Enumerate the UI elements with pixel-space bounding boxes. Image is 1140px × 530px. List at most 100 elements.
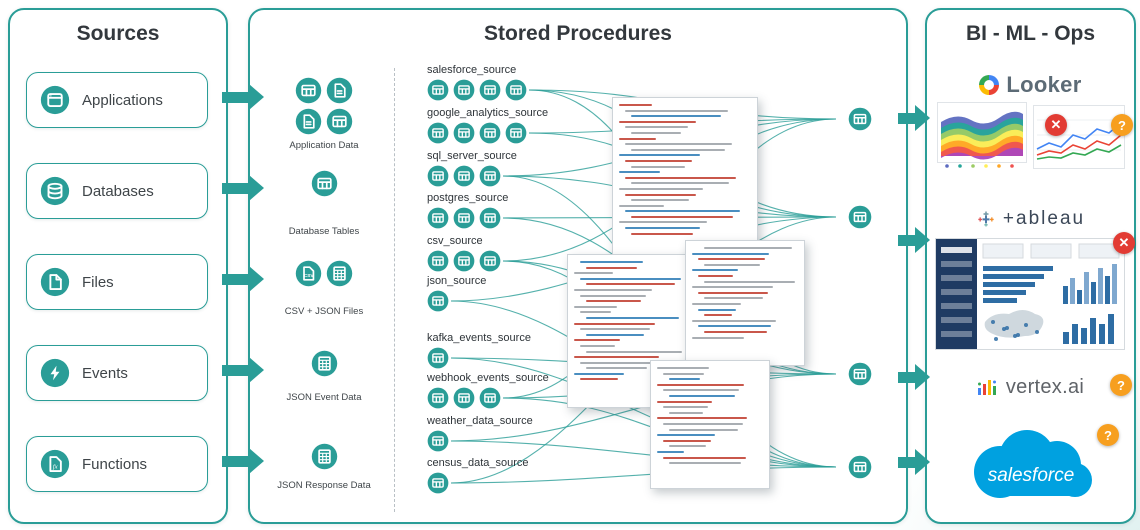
- table-icon: [427, 79, 449, 101]
- staging-group-label: JSON Response Data: [277, 480, 371, 491]
- source-item-files: Files: [26, 254, 208, 310]
- sheet-icon: [326, 260, 353, 287]
- sheet-icon: [311, 350, 338, 377]
- tableau-icon: [976, 209, 996, 229]
- error-badge-ableau: ✕: [1113, 232, 1135, 254]
- doc-icon: [295, 108, 322, 135]
- code-line: [619, 104, 652, 106]
- staging-group: CSV: [269, 260, 379, 287]
- code-line: [619, 204, 664, 207]
- error-badge-looker: ✕: [1045, 114, 1067, 136]
- staging-icons: [294, 443, 354, 470]
- source-item-label: Applications: [82, 91, 163, 109]
- arrow-shaft: [222, 91, 251, 103]
- svg-text:salesforce: salesforce: [988, 465, 1075, 486]
- svg-text:CSV: CSV: [304, 273, 315, 279]
- staging-group: [269, 350, 379, 377]
- code-line: [580, 294, 647, 297]
- code-line: [657, 367, 709, 369]
- looker-logo: Looker: [927, 72, 1134, 98]
- code-line: [704, 330, 767, 333]
- staging-icons: CSV: [294, 260, 354, 287]
- code-line: [580, 277, 681, 280]
- output-arrow-3: [898, 449, 930, 475]
- procedure-group-icons: [427, 347, 449, 369]
- output-table-icon: [848, 455, 872, 479]
- procedure-group-label: census_data_source: [427, 457, 529, 469]
- code-line: [663, 439, 711, 442]
- code-line: [619, 171, 660, 174]
- procedure-group-icons: [427, 165, 501, 187]
- code-line: [586, 333, 644, 336]
- procedure-group-icons: [427, 122, 527, 144]
- procedure-group-icons: [427, 430, 449, 452]
- code-line: [631, 131, 682, 134]
- code-line: [574, 305, 617, 308]
- arrow-head: [915, 105, 930, 131]
- code-line: [657, 417, 748, 420]
- table-icon: [427, 290, 449, 312]
- code-line: [619, 187, 704, 190]
- looker-icon: [979, 75, 1000, 95]
- code-line: [625, 227, 701, 230]
- code-line: [692, 286, 773, 289]
- source-arrow-4: [222, 448, 264, 474]
- table-icon: [427, 387, 449, 409]
- arrow-head: [915, 364, 930, 390]
- arrow-head: [915, 227, 930, 253]
- bi-ml-ops-panel: BI - ML - Ops Looker +ableau vertex.ai s…: [925, 8, 1136, 524]
- code-line: [631, 148, 725, 151]
- code-line: [580, 361, 654, 364]
- procedure-group-label: kafka_events_source: [427, 332, 531, 344]
- table-icon: [295, 77, 322, 104]
- arrow-shaft: [898, 234, 917, 246]
- tableau-dashboard-thumbnail: [935, 238, 1125, 350]
- code-line: [669, 378, 700, 381]
- code-line: [574, 322, 656, 325]
- source-arrow-3: [222, 357, 264, 383]
- code-line: [586, 300, 641, 303]
- output-table-icon: [848, 362, 872, 386]
- code-line: [657, 400, 713, 403]
- code-line: [692, 319, 776, 322]
- database-icon: [40, 176, 70, 206]
- code-line: [657, 383, 744, 386]
- code-line: [625, 210, 740, 213]
- code-line: [692, 336, 744, 339]
- code-line: [631, 215, 733, 218]
- tableau-logo: +ableau: [927, 208, 1134, 230]
- source-item-label: Databases: [82, 182, 154, 200]
- code-line: [586, 367, 648, 370]
- code-line: [704, 247, 792, 249]
- arrow-shaft: [222, 273, 251, 285]
- staging-divider: [394, 68, 395, 512]
- code-line: [669, 411, 703, 414]
- staging-group-label: Database Tables: [288, 226, 360, 237]
- procedure-group-label: json_source: [427, 275, 487, 287]
- arrow-head: [915, 449, 930, 475]
- code-line: [698, 274, 733, 277]
- code-line: [580, 328, 650, 331]
- code-line: [698, 325, 772, 328]
- table-icon: [479, 250, 501, 272]
- code-line: [631, 232, 694, 235]
- code-line: [580, 378, 619, 381]
- code-line: [625, 143, 732, 146]
- code-line: [625, 159, 693, 162]
- table-icon: [505, 79, 527, 101]
- arrow-head: [249, 266, 264, 292]
- table-icon: [427, 207, 449, 229]
- arrow-head: [249, 448, 264, 474]
- table-icon: [427, 430, 449, 452]
- procedure-group-label: weather_data_source: [427, 415, 533, 427]
- code-line: [619, 221, 708, 224]
- procedure-group-icons: [427, 387, 501, 409]
- source-item-databases: Databases: [26, 163, 208, 219]
- arrow-head: [249, 175, 264, 201]
- staging-group-label: JSON Event Data: [286, 392, 362, 403]
- source-arrow-2: [222, 266, 264, 292]
- source-item-label: Files: [82, 273, 114, 291]
